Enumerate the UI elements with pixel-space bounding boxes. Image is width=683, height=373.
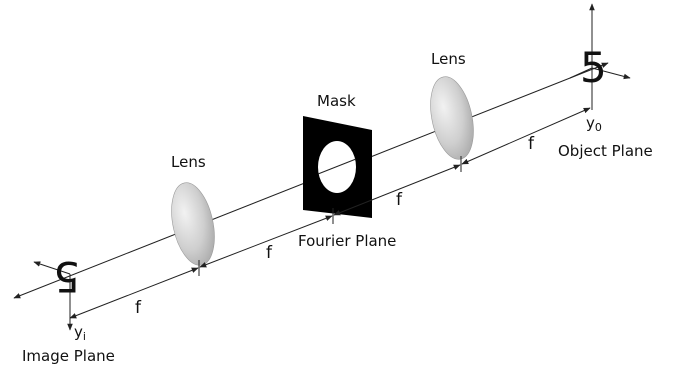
focal-label-3: f xyxy=(396,190,403,210)
y-image-letter: y xyxy=(74,323,83,341)
lens-left xyxy=(171,182,215,266)
mask-label: Mask xyxy=(317,92,356,110)
y-image-subscript: i xyxy=(83,330,86,343)
focal-label-2: f xyxy=(266,243,273,263)
object-plane-label: Object Plane xyxy=(558,142,653,160)
y-image-label: yi xyxy=(74,323,86,343)
lens-left-label: Lens xyxy=(171,153,206,171)
mask xyxy=(303,116,372,218)
lens-right-label: Lens xyxy=(431,50,466,68)
focal-dimension-lines xyxy=(69,107,591,326)
focal-label-4: f xyxy=(528,134,535,154)
y-object-subscript: 0 xyxy=(595,121,602,134)
image-digit: 5 xyxy=(53,252,80,301)
fourier-plane-label: Fourier Plane xyxy=(298,232,396,250)
object-digit: 5 xyxy=(580,43,607,92)
lens-right xyxy=(430,76,474,160)
object-plane-axes xyxy=(569,3,631,110)
focal-label-1: f xyxy=(135,298,142,318)
image-plane-label: Image Plane xyxy=(22,347,115,365)
y-object-letter: y xyxy=(586,114,595,132)
y-object-label: y0 xyxy=(586,114,602,134)
